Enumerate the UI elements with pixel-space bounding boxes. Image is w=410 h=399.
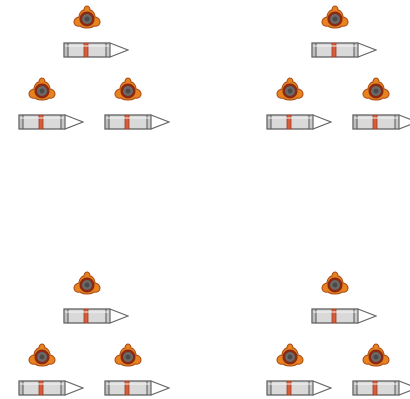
pen-icon [352, 379, 410, 397]
cluster-bottom-left [18, 271, 178, 399]
cluster-bottom-right [266, 271, 410, 399]
pen-icon [18, 379, 84, 397]
badge-icon [321, 5, 349, 29]
pen-icon [18, 113, 84, 131]
pen-icon [311, 41, 377, 59]
pen-icon [63, 307, 129, 325]
badge-icon [28, 77, 56, 101]
badge-icon [276, 77, 304, 101]
cluster-top-right [266, 5, 410, 135]
pen-icon [266, 113, 332, 131]
badge-icon [321, 271, 349, 295]
badge-icon [73, 271, 101, 295]
badge-icon [114, 77, 142, 101]
badge-icon [114, 343, 142, 367]
badge-icon [73, 5, 101, 29]
cluster-top-left [18, 5, 178, 135]
pen-icon [104, 379, 170, 397]
badge-icon [362, 343, 390, 367]
pen-icon [266, 379, 332, 397]
pen-icon [311, 307, 377, 325]
pen-icon [104, 113, 170, 131]
badge-icon [28, 343, 56, 367]
pen-icon [352, 113, 410, 131]
pen-icon [63, 41, 129, 59]
badge-icon [362, 77, 390, 101]
badge-icon [276, 343, 304, 367]
